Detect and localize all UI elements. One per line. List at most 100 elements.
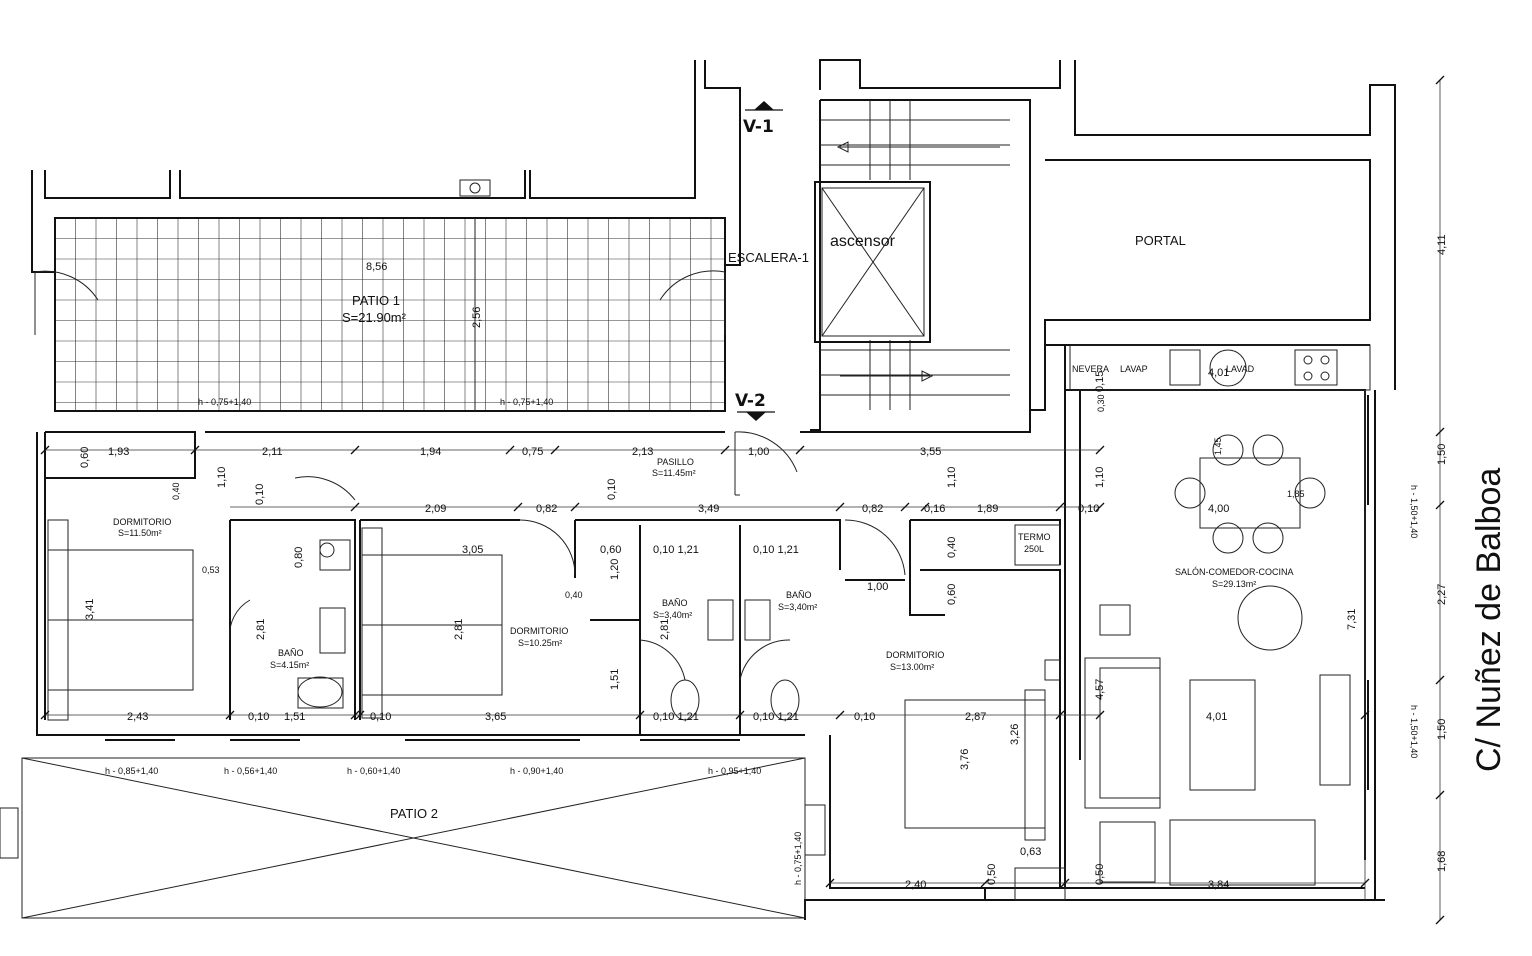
living-area: S=29.13m² bbox=[1212, 579, 1256, 589]
patio1-area: S=21.90m² bbox=[342, 310, 407, 325]
dim-text: 0,10 bbox=[606, 479, 618, 500]
dim-text: 2,81 bbox=[255, 619, 267, 640]
dim-tick bbox=[550, 445, 560, 455]
dim-text: 1,45 bbox=[1213, 437, 1223, 455]
patio2 bbox=[0, 757, 826, 919]
dim-tick bbox=[505, 445, 515, 455]
dim-text: 1,94 bbox=[420, 446, 441, 458]
dim-text: 0,63 bbox=[1020, 846, 1041, 858]
dim-text: 2,09 bbox=[425, 503, 446, 515]
dim-text: 0,80 bbox=[293, 547, 305, 568]
dim-tick bbox=[1055, 502, 1065, 512]
patio1-depth: 2,56 bbox=[471, 307, 483, 328]
dim-text: 1,00 bbox=[867, 581, 888, 593]
dim-text: 2,11 bbox=[262, 446, 283, 458]
win-s2: h - 0,56+1,40 bbox=[224, 766, 277, 776]
dim-tick bbox=[40, 445, 50, 455]
dim-tick bbox=[980, 878, 990, 888]
dim-text: 2,13 bbox=[632, 446, 653, 458]
dim-text: 2,81 bbox=[659, 619, 671, 640]
dim-tick bbox=[720, 445, 730, 455]
view-v1-label: V-1 bbox=[743, 117, 774, 137]
dim-text: 3,84 bbox=[1208, 879, 1229, 891]
win-p1b: h - 0,75+1,40 bbox=[500, 397, 553, 407]
dim-text: 0,10 1,21 bbox=[653, 544, 699, 556]
dim-text: 1,51 bbox=[609, 669, 621, 690]
dim-tick bbox=[1435, 427, 1445, 437]
dim-tick bbox=[825, 878, 835, 888]
dim-tick bbox=[1435, 500, 1445, 510]
win-p1a: h - 0,75+1,40 bbox=[198, 397, 251, 407]
dim-text: 0,10 bbox=[370, 711, 391, 723]
dim-text: 0,50 bbox=[986, 864, 998, 885]
dim-text: 2,87 bbox=[965, 711, 986, 723]
dim-text: 3,65 bbox=[485, 711, 506, 723]
dim-text: 1,10 bbox=[1094, 467, 1106, 488]
window-labels: h - 0,75+1,40 h - 0,75+1,40 h - 0,85+1,4… bbox=[105, 397, 1419, 885]
win-e1: h - 1,50+1,40 bbox=[1409, 485, 1419, 538]
dim-text: 0,82 bbox=[536, 503, 557, 515]
elevator-label: ascensor bbox=[830, 233, 896, 250]
patio2-name: PATIO 2 bbox=[390, 806, 438, 821]
dim-text: 3,49 bbox=[698, 503, 719, 515]
labels: V-1 V-2 ESCALERA-1 ascensor PORTAL PATIO… bbox=[113, 117, 1508, 821]
dim-tick bbox=[1360, 710, 1370, 720]
dim-text: 2,27 bbox=[1436, 584, 1448, 605]
dim-text: 0,10 bbox=[1078, 503, 1099, 515]
patio1-doors bbox=[34, 270, 726, 335]
patio1-width: 8,56 bbox=[366, 261, 387, 273]
hall-area: S=11.45m² bbox=[652, 468, 696, 478]
hall-doors bbox=[229, 431, 906, 681]
dim-tick bbox=[1055, 710, 1065, 720]
washer-label: LAVAP bbox=[1120, 364, 1148, 374]
street-name: C/ Nuñez de Balboa bbox=[1470, 468, 1508, 772]
dim-text: 1,50 bbox=[1436, 719, 1448, 740]
dim-tick bbox=[1095, 502, 1105, 512]
dim-text: 4,00 bbox=[1208, 503, 1229, 515]
dim-tick bbox=[1360, 878, 1370, 888]
view-markers bbox=[737, 101, 783, 421]
bath3-name: BAÑO bbox=[786, 590, 812, 600]
dim-text: 0,40 bbox=[946, 537, 958, 558]
bath1-area: S=4.15m² bbox=[270, 660, 309, 670]
dim-text: 0,75 bbox=[522, 446, 543, 458]
win-s3: h - 0,60+1,40 bbox=[347, 766, 400, 776]
hall-name: PASILLO bbox=[657, 457, 694, 467]
dim-text: 1,85 bbox=[1287, 489, 1305, 499]
dim-text: 0,10 bbox=[248, 711, 269, 723]
dim-text: 0,60 bbox=[946, 584, 958, 605]
dim-tick bbox=[735, 710, 745, 720]
dim-text: 1,10 bbox=[946, 467, 958, 488]
dim-tick bbox=[1060, 878, 1070, 888]
portal-label: PORTAL bbox=[1135, 233, 1186, 248]
dim-tick bbox=[225, 710, 235, 720]
dim-text: 1,10 bbox=[216, 467, 228, 488]
bed1-area: S=11.50m² bbox=[118, 528, 162, 538]
dim-text: 4,57 bbox=[1094, 679, 1106, 700]
win-e2: h - 1,50+1,40 bbox=[1409, 705, 1419, 758]
dim-text: 0,16 bbox=[924, 503, 945, 515]
dim-text: 7,31 bbox=[1346, 609, 1358, 630]
dim-tick bbox=[190, 445, 200, 455]
win-s6: h - 0,75+1,40 bbox=[793, 832, 803, 885]
dim-text: 1,68 bbox=[1436, 851, 1448, 872]
patio1-name: PATIO 1 bbox=[352, 293, 400, 308]
dim-text: 1,20 bbox=[609, 559, 621, 580]
dim-text: 1,89 bbox=[977, 503, 998, 515]
view-v2-label: V-2 bbox=[735, 391, 766, 411]
dim-tick bbox=[835, 710, 845, 720]
dim-text: 1,51 bbox=[284, 711, 305, 723]
dim-text: 4,11 bbox=[1436, 234, 1448, 255]
dim-tick bbox=[795, 445, 805, 455]
dim-tick bbox=[1435, 790, 1445, 800]
upper-walls bbox=[31, 59, 1396, 431]
dim-tick bbox=[513, 502, 523, 512]
bath1-name: BAÑO bbox=[278, 648, 304, 658]
dim-text: 2,43 bbox=[127, 711, 148, 723]
dim-text: 0,10 bbox=[254, 484, 266, 505]
dim-tick bbox=[1095, 445, 1105, 455]
dim-tick bbox=[635, 710, 645, 720]
dim-tick bbox=[40, 710, 50, 720]
bath2-name: BAÑO bbox=[662, 598, 688, 608]
